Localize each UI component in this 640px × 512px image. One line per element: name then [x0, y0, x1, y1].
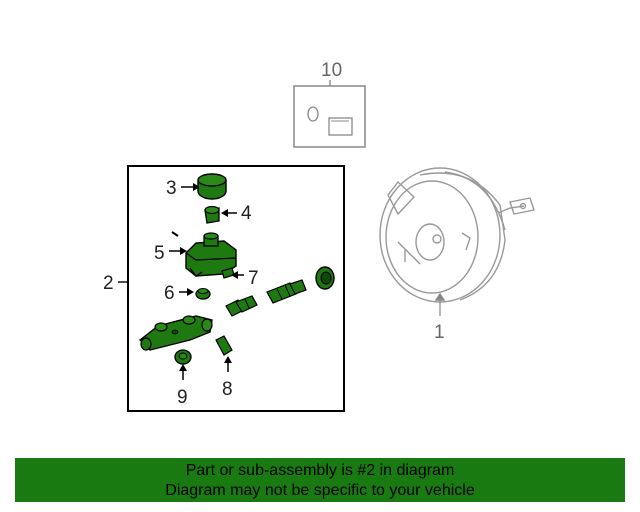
callout-1: 1 — [434, 322, 445, 343]
master-cylinder-body[interactable] — [138, 315, 213, 351]
callout-2: 2 — [103, 273, 114, 294]
part-10-label[interactable]: 10 — [293, 60, 366, 148]
callout-10: 10 — [321, 60, 342, 81]
part-2-master-cylinder-assembly[interactable] — [118, 165, 345, 412]
callout-8: 8 — [222, 379, 233, 400]
parts-diagram: 10 1 2 3 — [103, 60, 535, 412]
part-1-brake-booster[interactable] — [379, 167, 535, 316]
callout-5: 5 — [154, 243, 165, 264]
part-3-reservoir-cap[interactable]: 3 — [166, 173, 227, 200]
part-6-grommet[interactable]: 6 — [164, 283, 211, 304]
callout-6: 6 — [164, 283, 175, 304]
callout-7: 7 — [248, 268, 259, 289]
callout-4: 4 — [241, 203, 252, 224]
callout-9: 9 — [177, 387, 188, 408]
part-8-sensor[interactable]: 8 — [215, 335, 233, 400]
banner-line-1: Part or sub-assembly is #2 in diagram — [185, 462, 455, 479]
piston-seal-set[interactable] — [225, 266, 335, 317]
part-4-grommet[interactable]: 4 — [204, 203, 252, 224]
part-7-pin[interactable]: 7 — [221, 267, 259, 289]
part-9-fitting[interactable]: 9 — [174, 349, 192, 408]
callout-3: 3 — [166, 178, 177, 199]
banner-line-2: Diagram may not be specific to your vehi… — [165, 482, 475, 499]
info-banner: Part or sub-assembly is #2 in diagram Di… — [15, 458, 625, 502]
part-5-reservoir[interactable]: 5 — [154, 231, 237, 277]
